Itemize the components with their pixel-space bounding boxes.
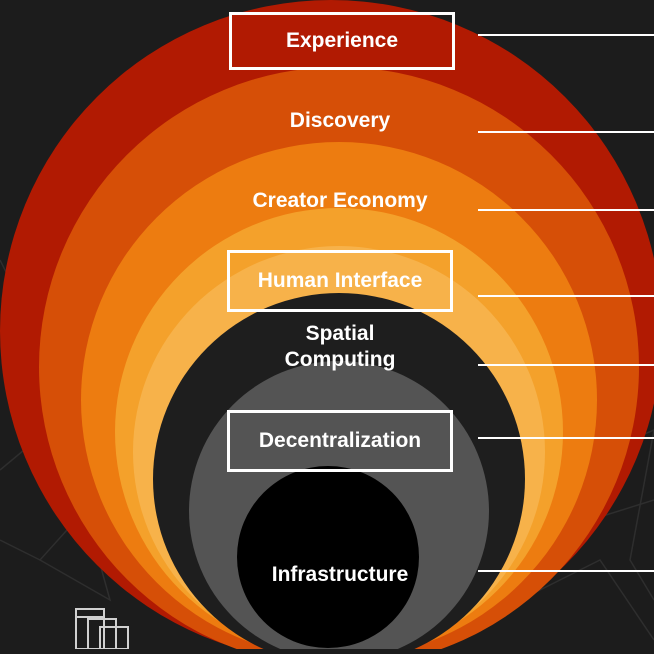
- label-decentralization: Decentralization: [227, 410, 453, 472]
- label-human-interface: Human Interface: [227, 250, 453, 312]
- label-spatial-computing: Spatial Computing: [284, 322, 396, 371]
- label-creator-economy: Creator Economy: [252, 189, 428, 212]
- connector-line: [478, 34, 654, 36]
- connector-line: [478, 131, 654, 133]
- connector-line: [478, 437, 654, 439]
- connector-line: [478, 209, 654, 211]
- label-infrastructure: Infrastructure: [271, 563, 409, 586]
- connector-line: [478, 364, 654, 366]
- connector-line: [478, 570, 654, 572]
- label-discovery: Discovery: [289, 109, 391, 132]
- ring-infrastructure: [237, 466, 419, 648]
- logo-icon: [75, 608, 129, 650]
- label-experience: Experience: [229, 12, 455, 70]
- connector-line: [478, 295, 654, 297]
